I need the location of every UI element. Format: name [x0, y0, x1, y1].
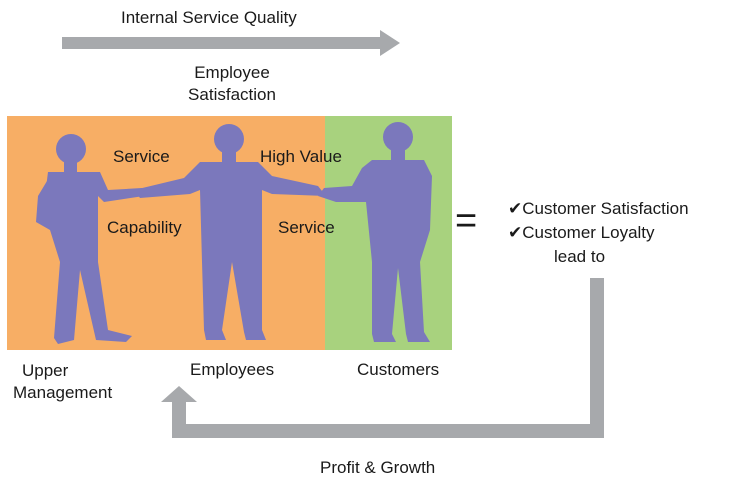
employees-label: Employees — [190, 360, 275, 379]
high-value-label: High Value — [260, 147, 342, 166]
employee-satisfaction-label: Employee Satisfaction — [172, 63, 292, 105]
outcome-customer-loyalty: ✔Customer Loyalty — [508, 223, 655, 242]
outcome-customer-satisfaction: ✔Customer Satisfaction — [508, 199, 689, 218]
employee-satisfaction-line1: Employee — [194, 63, 270, 82]
customers-label: Customers — [357, 360, 440, 379]
upper-management-line1: Upper — [22, 361, 69, 380]
profit-growth-loop-arrow — [161, 278, 604, 438]
employee-silhouette — [134, 124, 326, 340]
capability-label: Capability — [107, 218, 182, 237]
service-label-bottom: Service — [278, 218, 335, 237]
service-label-top: Service — [113, 147, 170, 166]
lead-to-label: lead to — [554, 247, 606, 266]
customer-silhouette — [318, 122, 432, 342]
internal-service-quality-arrow — [62, 30, 400, 56]
internal-service-quality-label: Internal Service Quality — [121, 8, 297, 27]
profit-growth-label: Profit & Growth — [320, 458, 436, 477]
upper-management-silhouette — [36, 134, 144, 344]
employee-satisfaction-line2: Satisfaction — [188, 85, 276, 104]
upper-management-label: Upper Management — [10, 360, 150, 404]
equals-sign: = — [455, 200, 478, 242]
upper-management-line2: Management — [13, 383, 113, 402]
